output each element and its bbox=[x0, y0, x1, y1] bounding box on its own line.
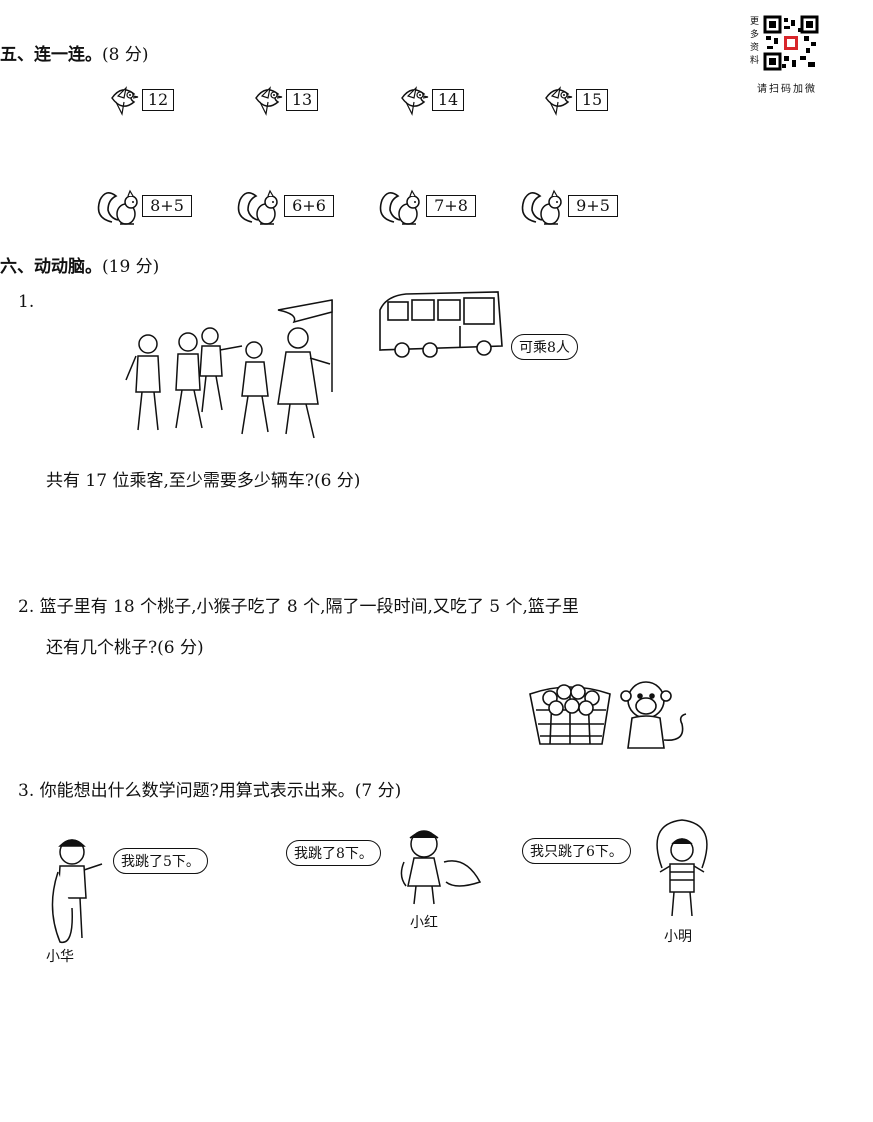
q2-line1: 2. 篮子里有 18 个桃子,小猴子吃了 8 个,隔了一段时间,又吃了 5 个,… bbox=[18, 597, 579, 617]
xiaohua-name: 小华 bbox=[46, 949, 74, 965]
xiaohong-illustration bbox=[400, 830, 482, 905]
squirrel-icon bbox=[521, 190, 562, 225]
squirrel-icon bbox=[379, 190, 420, 225]
bird-icon bbox=[545, 87, 573, 115]
squirrel-expression: 7+8 bbox=[426, 195, 476, 217]
section-6-title: 六、动动脑。(19 分) bbox=[0, 257, 160, 277]
qr-side-text: 更多资料 bbox=[750, 17, 760, 66]
bird-number: 12 bbox=[142, 89, 174, 111]
bird-number: 14 bbox=[432, 89, 464, 111]
xiaohua-illustration bbox=[51, 839, 103, 944]
bird-number: 13 bbox=[286, 89, 318, 111]
bird-icon bbox=[401, 87, 429, 115]
qr-caption: 请扫码加微 bbox=[757, 84, 817, 95]
xiaoming-illustration bbox=[656, 819, 708, 917]
qr-code[interactable] bbox=[763, 15, 819, 71]
bird-icon bbox=[255, 87, 283, 115]
children-walking-illustration bbox=[125, 299, 333, 439]
bird-number: 15 bbox=[576, 89, 608, 111]
xiaohong-name: 小红 bbox=[410, 915, 438, 931]
xiaoming-name: 小明 bbox=[664, 929, 692, 945]
squirrel-expression: 8+5 bbox=[142, 195, 192, 217]
xiaoming-speech: 我只跳了6下。 bbox=[522, 838, 631, 864]
q1-question: 共有 17 位乘客,至少需要多少辆车?(6 分) bbox=[46, 471, 361, 491]
section-5-title: 五、连一连。(8 分) bbox=[0, 45, 149, 65]
q3-question: 3. 你能想出什么数学问题?用算式表示出来。(7 分) bbox=[18, 781, 402, 801]
squirrel-icon bbox=[237, 190, 278, 225]
q2-line2: 还有几个桃子?(6 分) bbox=[46, 638, 204, 658]
squirrel-expression: 6+6 bbox=[284, 195, 334, 217]
bird-icon bbox=[111, 87, 139, 115]
q1-number: 1. bbox=[18, 292, 35, 312]
squirrel-expression: 9+5 bbox=[568, 195, 618, 217]
squirrel-icon bbox=[97, 190, 138, 225]
peach-basket-monkey-illustration bbox=[529, 681, 687, 749]
bus-illustration bbox=[379, 291, 503, 358]
bus-capacity-bubble: 可乘8人 bbox=[511, 334, 578, 360]
xiaohong-speech: 我跳了8下。 bbox=[286, 840, 381, 866]
xiaohua-speech: 我跳了5下。 bbox=[113, 848, 208, 874]
